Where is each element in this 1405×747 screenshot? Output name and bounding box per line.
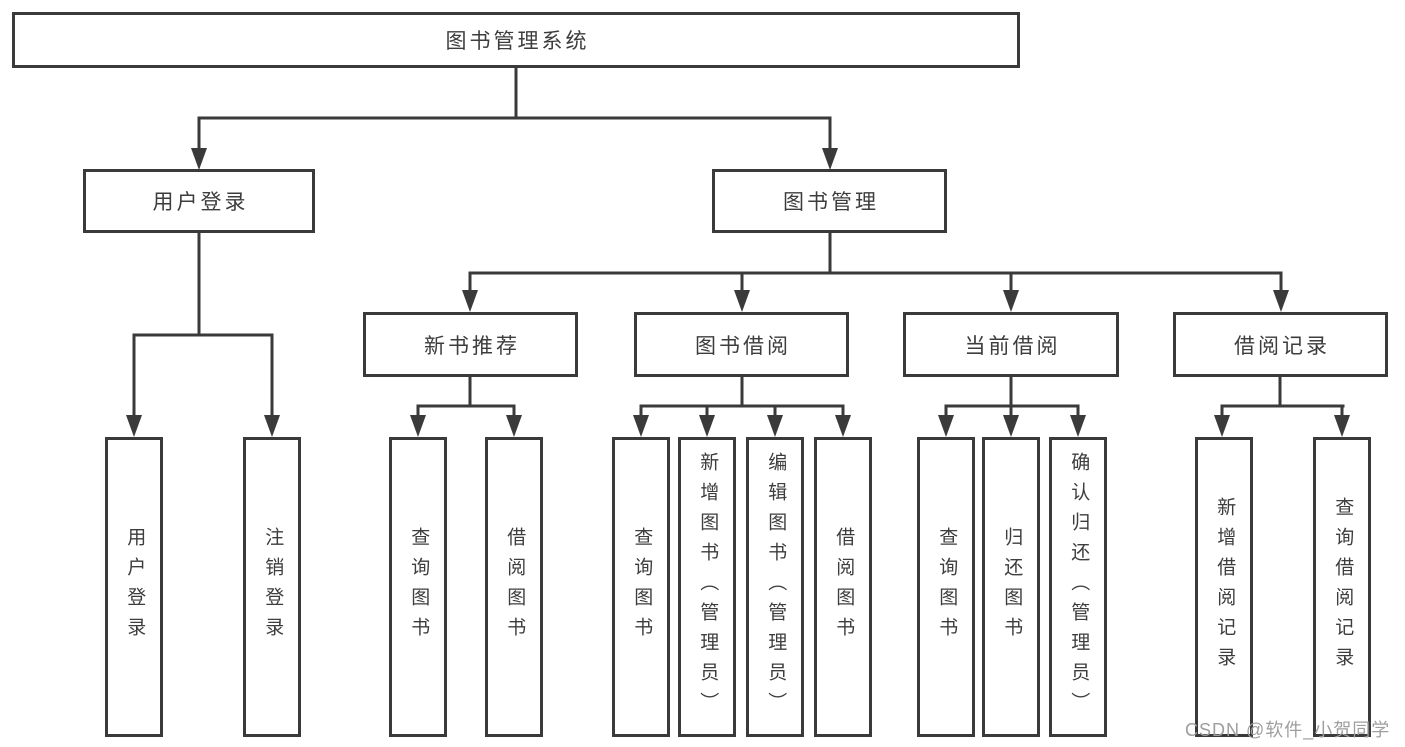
leaf-logout: 注销登录	[243, 437, 301, 737]
leaf-query-books-borrow: 查询图书	[612, 437, 670, 737]
leaf-query-borrow-record: 查询借阅记录	[1313, 437, 1371, 737]
leaf-return-books-label: 归还图书	[1001, 527, 1023, 647]
node-user-login: 用户登录	[83, 169, 315, 233]
leaf-borrow-books-recommend-label: 借阅图书	[504, 527, 526, 647]
node-current-borrow: 当前借阅	[903, 312, 1119, 377]
leaf-user-login-label: 用户登录	[124, 527, 146, 647]
csdn-watermark: CSDN @软件_小贺同学	[1185, 720, 1391, 740]
leaf-borrow-books-recommend: 借阅图书	[485, 437, 543, 737]
node-book-borrow: 图书借阅	[634, 312, 849, 377]
leaf-add-borrow-record: 新增借阅记录	[1195, 437, 1253, 737]
node-book-management: 图书管理	[712, 169, 947, 233]
leaf-query-books-recommend-label: 查询图书	[408, 527, 430, 647]
node-borrow-records: 借阅记录	[1173, 312, 1388, 377]
leaf-borrow-books: 借阅图书	[814, 437, 872, 737]
node-borrow-records-label: 借阅记录	[1234, 334, 1330, 358]
node-new-book-recommend-label: 新书推荐	[424, 334, 520, 358]
node-book-management-label: 图书管理	[783, 191, 879, 214]
leaf-query-books-recommend: 查询图书	[389, 437, 447, 737]
leaf-user-login: 用户登录	[105, 437, 163, 737]
leaf-add-books-admin: 新增图书（管理员）	[678, 437, 736, 737]
leaf-return-books: 归还图书	[982, 437, 1040, 737]
leaf-edit-books-admin: 编辑图书（管理员）	[746, 437, 804, 737]
leaf-query-books-current: 查询图书	[917, 437, 975, 737]
leaf-confirm-return-admin-label: 确认归还（管理员）	[1068, 452, 1090, 722]
leaf-query-borrow-record-label: 查询借阅记录	[1332, 497, 1354, 677]
leaf-query-books-current-label: 查询图书	[936, 527, 958, 647]
leaf-borrow-books-label: 借阅图书	[833, 527, 855, 647]
node-user-login-label: 用户登录	[152, 191, 249, 214]
leaf-add-books-admin-label: 新增图书（管理员）	[697, 452, 719, 722]
node-book-borrow-label: 图书借阅	[695, 334, 791, 358]
leaf-logout-label: 注销登录	[262, 527, 284, 647]
leaf-edit-books-admin-label: 编辑图书（管理员）	[765, 452, 787, 722]
node-root-label: 图书管理系统	[445, 30, 590, 53]
leaf-add-borrow-record-label: 新增借阅记录	[1214, 497, 1236, 677]
node-new-book-recommend: 新书推荐	[363, 312, 578, 377]
node-root: 图书管理系统	[12, 12, 1020, 68]
leaf-confirm-return-admin: 确认归还（管理员）	[1049, 437, 1107, 737]
leaf-query-books-borrow-label: 查询图书	[631, 527, 653, 647]
node-current-borrow-label: 当前借阅	[964, 334, 1061, 358]
